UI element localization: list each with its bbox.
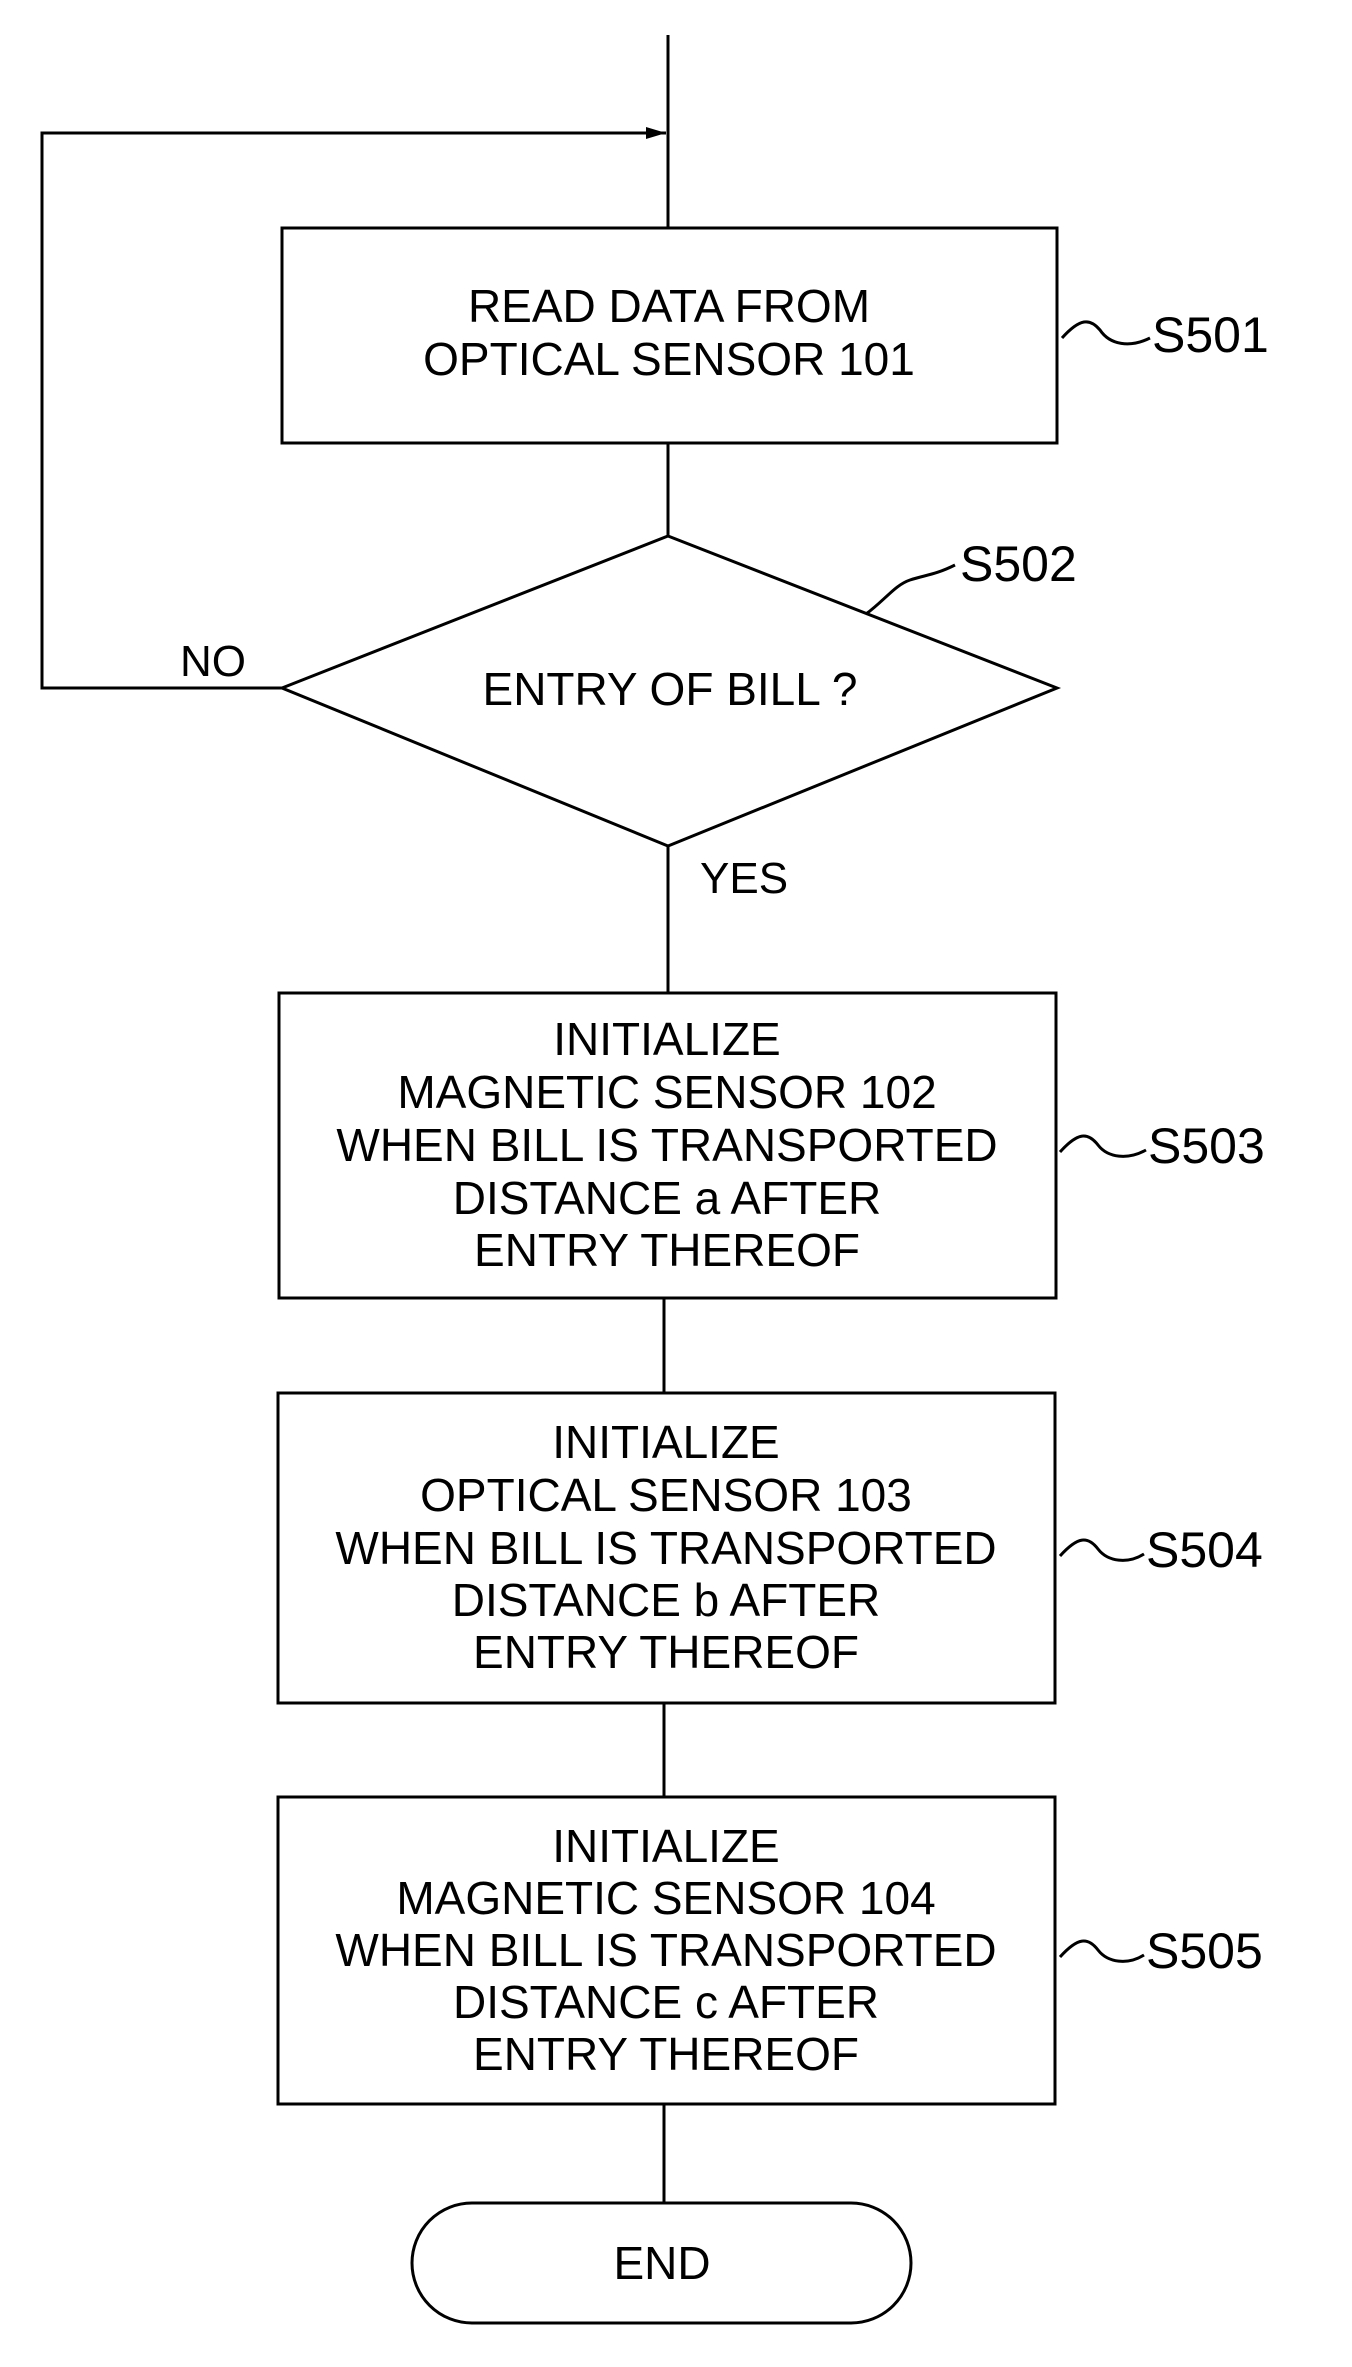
box-line: OPTICAL SENSOR 101 <box>423 333 915 385</box>
step-id-label: S501 <box>1152 307 1269 363</box>
step-s501: READ DATA FROM OPTICAL SENSOR 101 S501 <box>282 228 1269 443</box>
box-line: OPTICAL SENSOR 103 <box>420 1469 912 1521</box>
terminator-label: END <box>613 2237 710 2289</box>
step-id-label: S502 <box>960 536 1077 592</box>
box-line: MAGNETIC SENSOR 104 <box>396 1872 935 1924</box>
box-line: INITIALIZE <box>552 1416 779 1468</box>
box-line: MAGNETIC SENSOR 102 <box>397 1066 936 1118</box>
step-s505: INITIALIZE MAGNETIC SENSOR 104 WHEN BILL… <box>278 1797 1263 2104</box>
box-line: DISTANCE c AFTER <box>453 1976 879 2028</box>
step-id-label: S503 <box>1148 1118 1265 1174</box>
box-line: DISTANCE a AFTER <box>453 1172 882 1224</box>
end-terminator: END <box>412 2203 911 2323</box>
no-branch-label: NO <box>180 637 246 686</box>
step-leader <box>1060 1540 1144 1560</box>
box-line: ENTRY THEREOF <box>473 1626 859 1678</box>
decision-text: ENTRY OF BILL ? <box>483 663 858 715</box>
box-line: INITIALIZE <box>553 1013 780 1065</box>
box-line: READ DATA FROM <box>468 280 870 332</box>
step-leader <box>1060 1136 1146 1156</box>
box-line: ENTRY THEREOF <box>473 2028 859 2080</box>
box-line: WHEN BILL IS TRANSPORTED <box>336 1119 997 1171</box>
step-leader <box>1062 322 1150 344</box>
box-line: INITIALIZE <box>552 1820 779 1872</box>
step-id-label: S504 <box>1146 1522 1263 1578</box>
box-line: DISTANCE b AFTER <box>452 1574 881 1626</box>
step-s504: INITIALIZE OPTICAL SENSOR 103 WHEN BILL … <box>278 1393 1263 1703</box>
step-leader <box>866 565 955 614</box>
box-line: WHEN BILL IS TRANSPORTED <box>335 1522 996 1574</box>
step-id-label: S505 <box>1146 1923 1263 1979</box>
yes-branch-label: YES <box>700 854 788 903</box>
box-line: ENTRY THEREOF <box>474 1224 860 1276</box>
step-s502: ENTRY OF BILL ? S502 NO YES <box>180 536 1077 903</box>
step-s503: INITIALIZE MAGNETIC SENSOR 102 WHEN BILL… <box>279 993 1265 1298</box>
box-line: WHEN BILL IS TRANSPORTED <box>335 1924 996 1976</box>
step-leader <box>1060 1941 1144 1961</box>
